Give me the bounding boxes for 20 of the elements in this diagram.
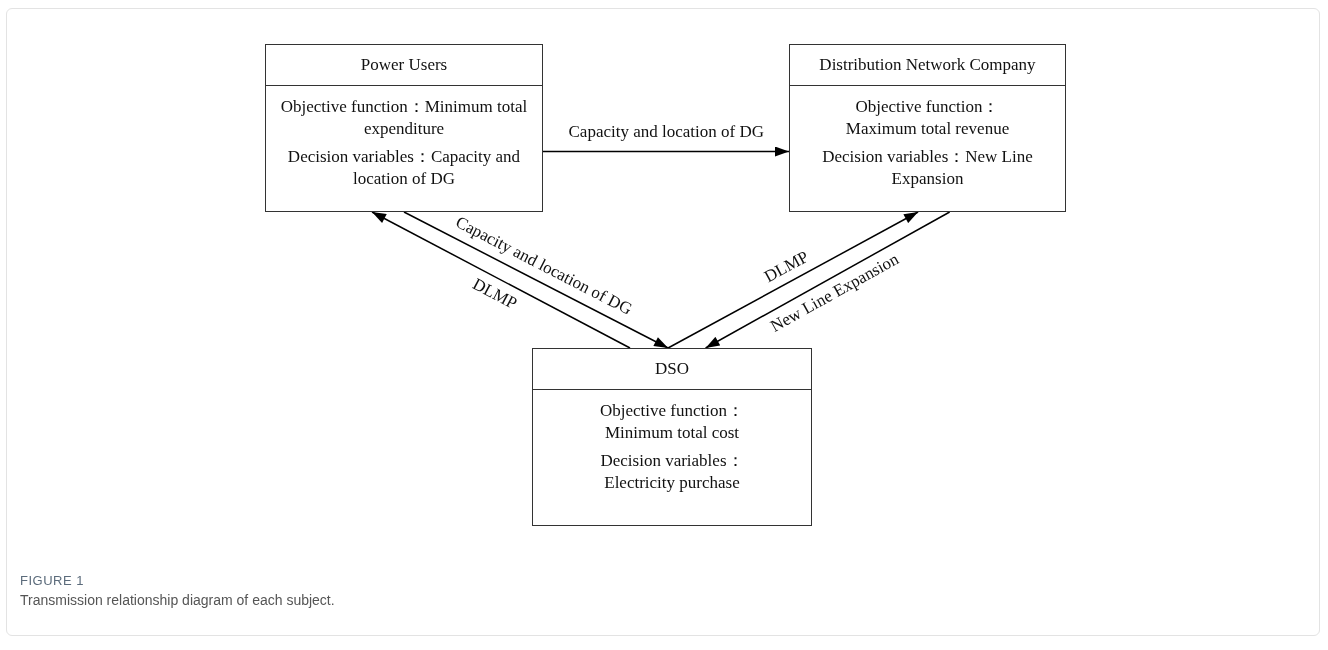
box-heading: Distribution Network Company [819, 55, 1036, 75]
arrow [667, 211, 919, 349]
entity-box [789, 44, 1066, 212]
box-text: Decision variables：Electricity purchase [599, 450, 745, 494]
figure-number: FIGURE 1 [20, 573, 84, 588]
arrow [542, 146, 790, 157]
box-text: Objective function：Minimum total cost [599, 400, 745, 444]
caption: Transmission relationship diagram of each subject. [20, 592, 335, 608]
arrow [371, 211, 631, 349]
arrow [403, 211, 669, 349]
arrow [704, 211, 951, 349]
box-text: Decision variables：New Line Expansion [821, 146, 1034, 190]
box-heading: Power Users [360, 55, 448, 75]
box-text: Objective function：Minimum total expenditure [279, 96, 529, 140]
entity-box [265, 44, 543, 212]
entity-box [532, 348, 812, 526]
box-text: Decision variables：Capacity and location of DG [286, 146, 522, 190]
box-heading: DSO [655, 359, 689, 379]
edge-label: Capacity and location of DG [568, 122, 764, 141]
box-text: Objective function：Maximum total revenue [844, 96, 1011, 140]
